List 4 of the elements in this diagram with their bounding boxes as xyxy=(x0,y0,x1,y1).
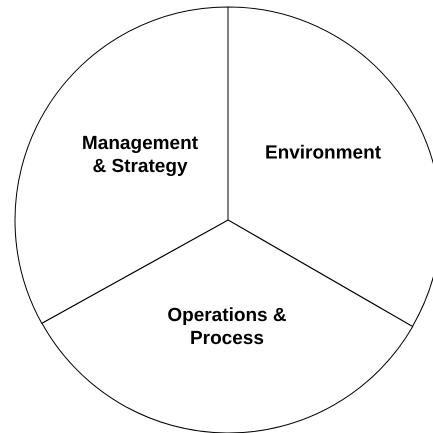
sector-label: Management & Strategy xyxy=(80,132,200,178)
pie-sector xyxy=(42,220,412,433)
sector-label: Environment xyxy=(264,142,382,164)
sector-label: Operations & Process xyxy=(166,304,288,350)
